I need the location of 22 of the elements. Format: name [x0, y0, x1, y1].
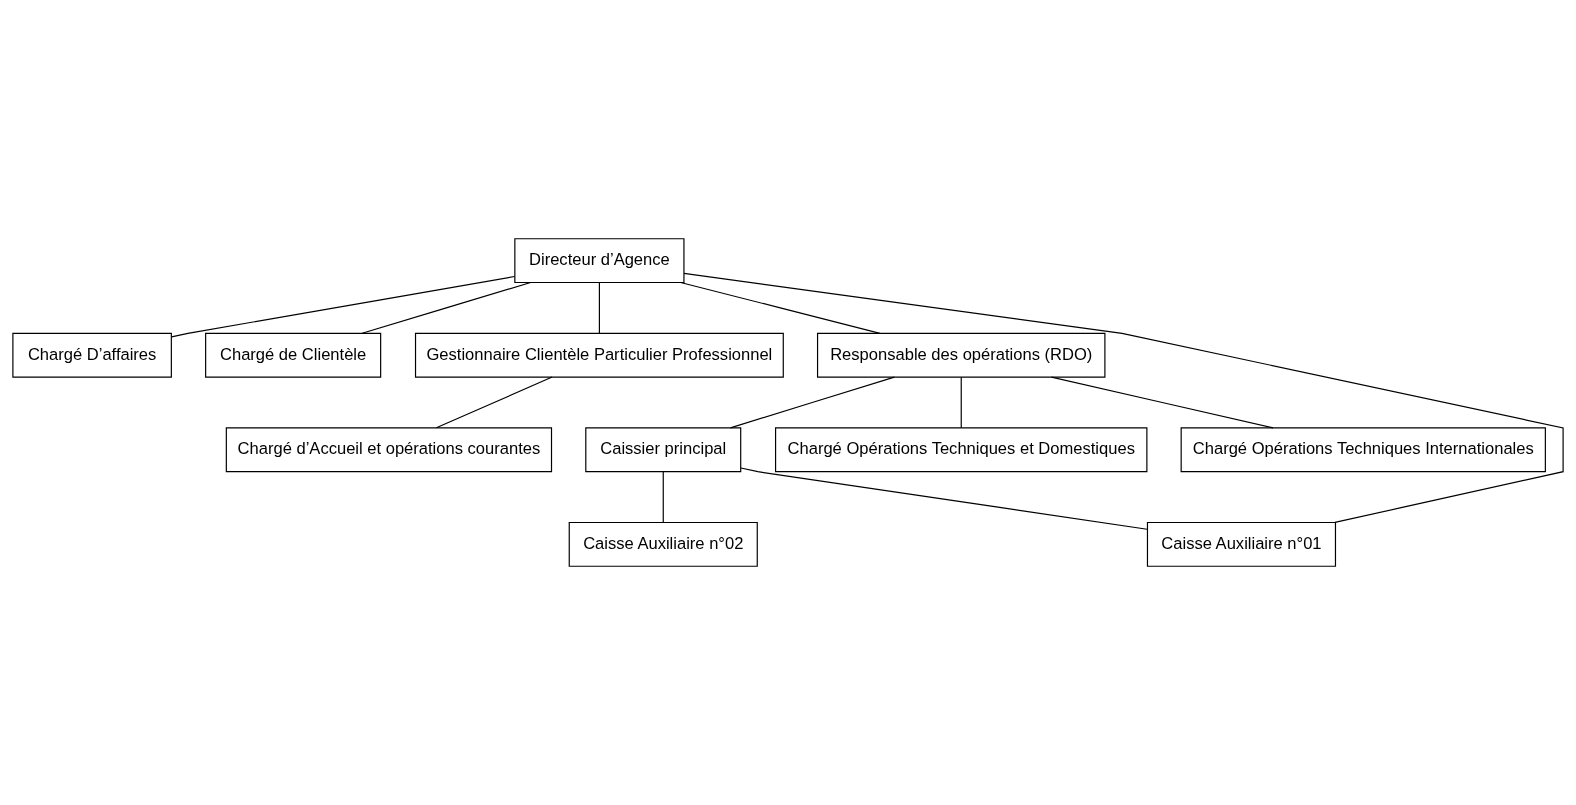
connector: [361, 281, 532, 334]
node-box: Chargé d’Accueil et opérations courantes: [225, 427, 553, 473]
node-box: Directeur d’Agence: [514, 238, 685, 284]
connector: [680, 281, 881, 334]
node-box: Responsable des opérations (RDO): [816, 332, 1106, 378]
connector: [683, 272, 1564, 523]
connector: [662, 471, 664, 523]
node-box: Caisse Auxiliaire n°01: [1146, 521, 1337, 567]
connector: [171, 275, 516, 338]
connector: [740, 467, 1148, 530]
connector: [1050, 376, 1274, 429]
node-box: Chargé Opérations Techniques et Domestiques: [775, 427, 1148, 473]
connector: [729, 376, 895, 429]
connector: [435, 376, 553, 429]
node-box: Chargé de Clientèle: [205, 332, 382, 378]
node-box: Gestionnaire Clientèle Particulier Professionnel: [414, 332, 784, 378]
node-box: Caisse Auxiliaire n°02: [568, 521, 758, 567]
node-box: Caissier principal: [585, 427, 742, 473]
node-box: Chargé D’affaires: [12, 332, 172, 378]
node-box: Chargé Opérations Techniques Internationales: [1180, 427, 1546, 473]
connector: [598, 282, 600, 334]
connector: [960, 376, 962, 429]
